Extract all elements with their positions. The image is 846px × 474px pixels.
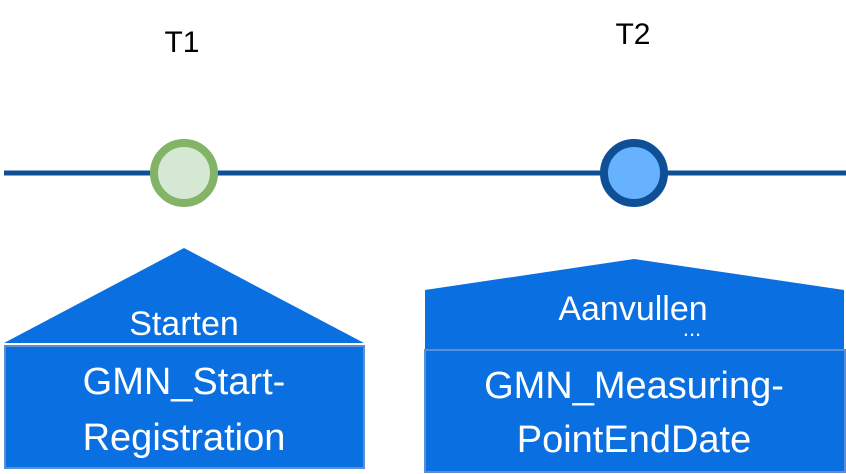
time-label-t2: T2 xyxy=(615,18,650,51)
message-box-line-1: GMN_Start- xyxy=(83,361,286,403)
phase-label-aanvullen: Aanvullen xyxy=(558,290,707,328)
timeline-marker-t2 xyxy=(600,139,668,207)
message-box-measuring-point-end-date xyxy=(424,349,846,473)
message-box-line-1: GMN_Measuring- xyxy=(484,365,784,407)
timeline-marker-t1 xyxy=(150,139,218,207)
message-box-start-registration xyxy=(4,345,365,469)
message-box-line-2: PointEndDate xyxy=(517,419,752,461)
time-label-t1: T1 xyxy=(164,26,199,59)
phase-roof-starten xyxy=(4,248,364,343)
phase-ellipsis-aanvullen: ... xyxy=(683,316,701,341)
phase-roof-aanvullen xyxy=(425,259,844,350)
message-box-line-2: Registration xyxy=(83,417,286,459)
phase-label-starten: Starten xyxy=(129,305,239,343)
